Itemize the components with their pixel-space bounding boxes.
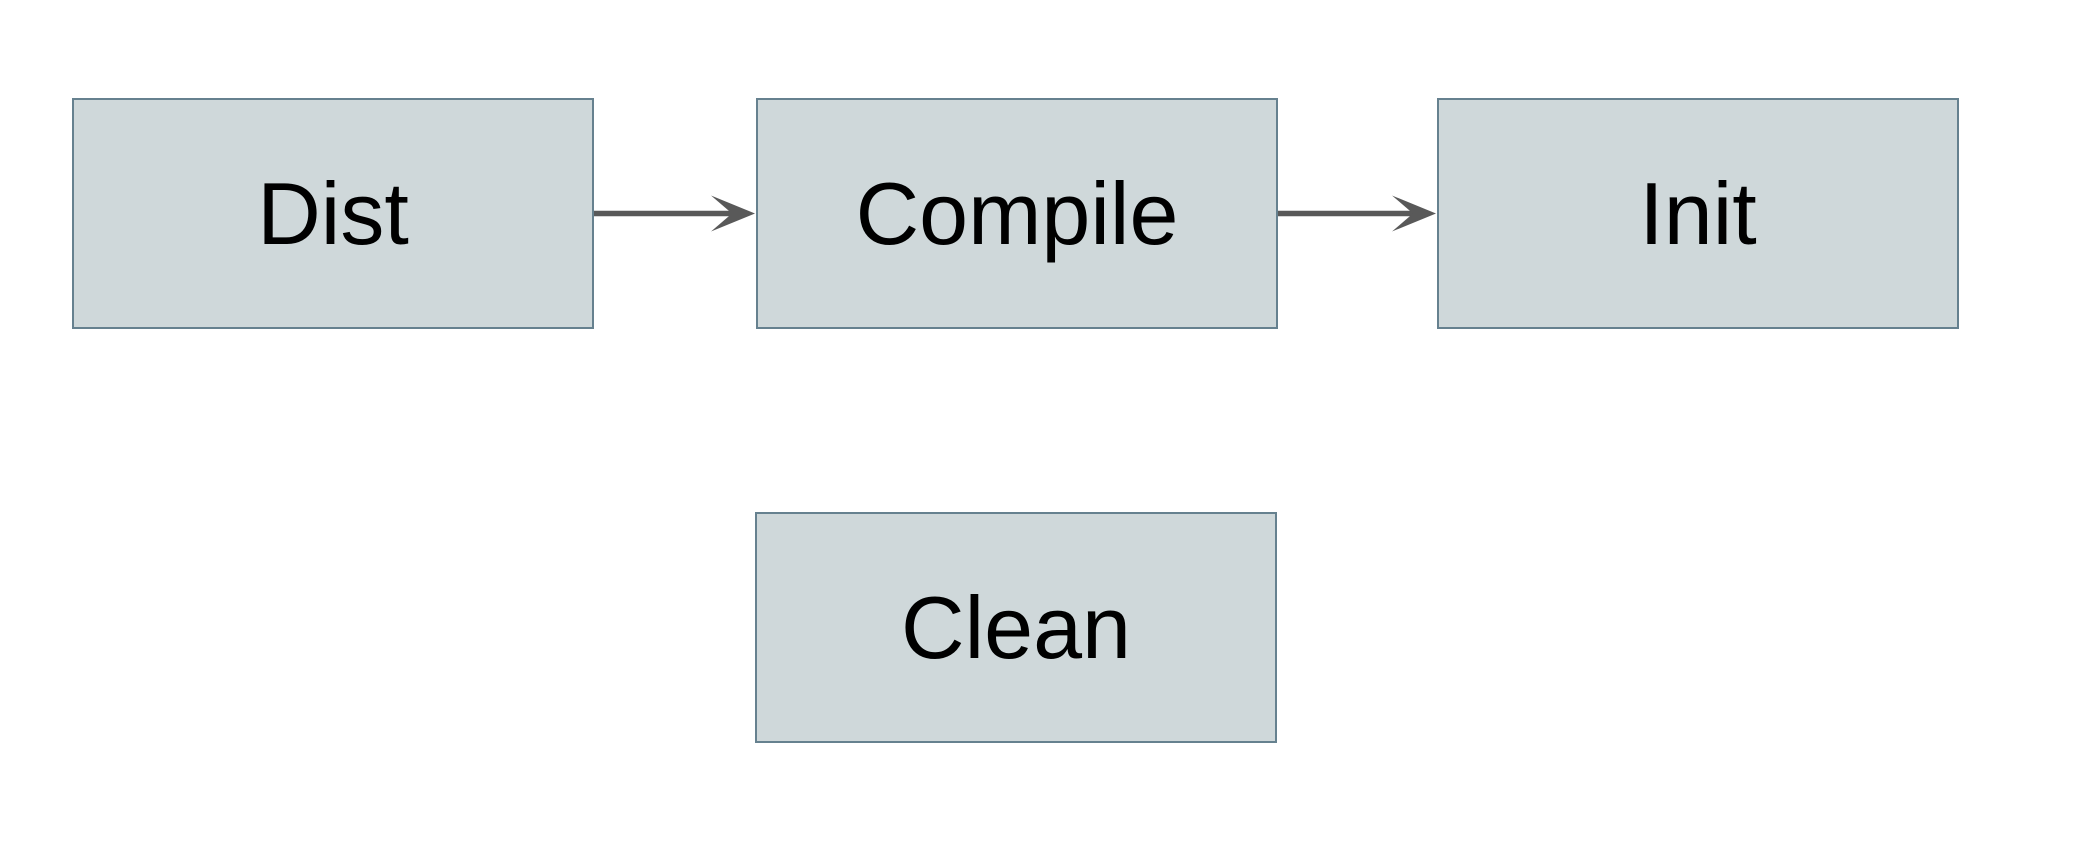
arrow-compile-to-init	[1278, 195, 1436, 232]
node-dist: Dist	[72, 98, 594, 329]
node-clean: Clean	[755, 512, 1277, 743]
node-init: Init	[1437, 98, 1959, 329]
node-clean-label: Clean	[901, 577, 1131, 677]
arrow-dist-to-compile	[594, 195, 755, 232]
arrowhead-icon	[711, 195, 755, 232]
node-init-label: Init	[1639, 163, 1757, 263]
node-compile-label: Compile	[855, 163, 1179, 263]
node-compile: Compile	[756, 98, 1278, 329]
node-dist-label: Dist	[257, 163, 409, 263]
arrowhead-icon	[1392, 195, 1436, 232]
